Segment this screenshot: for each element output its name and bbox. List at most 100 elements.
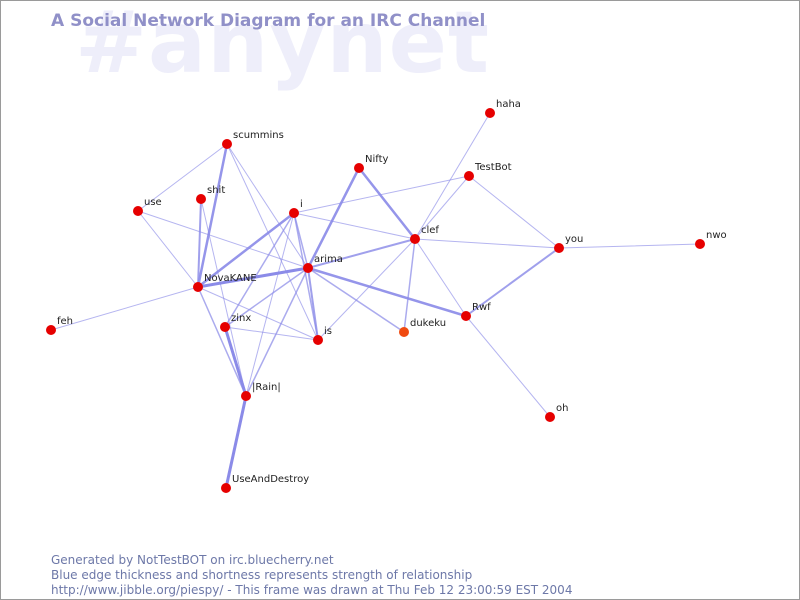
node-label-novakane: NovaKANE: [204, 273, 257, 284]
node-label-nifty: Nifty: [365, 154, 389, 165]
edge-clef-dukeku: [403, 238, 416, 333]
node-dot-useanddestroy: [221, 483, 231, 493]
footer-url-timestamp: http://www.jibble.org/piespy/ - This fra…: [51, 583, 573, 597]
node-testbot: TestBot: [464, 162, 512, 181]
node-dot-zinx: [220, 322, 230, 332]
channel-watermark: #anynet: [75, 0, 491, 93]
edge-arima-rain: [245, 267, 309, 397]
node-nifty: Nifty: [354, 154, 389, 173]
edge-you-nwo: [558, 243, 701, 249]
node-dot-nwo: [695, 239, 705, 249]
diagram-title: A Social Network Diagram for an IRC Chan…: [51, 11, 486, 31]
node-useanddestroy: UseAndDestroy: [221, 474, 309, 493]
edge-shit-rain: [200, 198, 247, 397]
node-label-rwf: Rwf: [472, 302, 491, 313]
node-dot-testbot: [464, 171, 474, 181]
edge-arima-is: [307, 267, 319, 341]
node-label-arima: arima: [314, 254, 343, 265]
node-label-dukeku: dukeku: [410, 318, 446, 329]
node-is: is: [313, 326, 332, 345]
edge-clef-testbot: [414, 175, 470, 240]
node-label-testbot: TestBot: [474, 162, 512, 173]
node-dot-i: [289, 208, 299, 218]
footer-legend-note: Blue edge thickness and shortness repres…: [51, 568, 473, 582]
node-label-i: i: [300, 199, 303, 210]
node-dot-shit: [196, 194, 206, 204]
node-feh: feh: [46, 316, 73, 335]
edge-use-arima: [137, 210, 309, 269]
node-label-scummins: scummins: [233, 130, 284, 141]
edge-you-rwf: [465, 247, 560, 317]
edge-arima-clef: [307, 238, 416, 269]
edge-layer: [50, 112, 701, 490]
node-dot-oh: [545, 412, 555, 422]
node-rain: |Rain|: [241, 382, 281, 401]
edge-shit-novakane: [197, 198, 202, 288]
edge-scummins-novakane: [196, 142, 229, 289]
edge-novakane-feh: [50, 286, 199, 331]
node-label-useanddestroy: UseAndDestroy: [232, 474, 309, 485]
node-dot-you: [554, 243, 564, 253]
node-dot-dukeku: [399, 327, 409, 337]
node-label-is: is: [324, 326, 332, 337]
footer-generated-by: Generated by NotTestBOT on irc.bluecherr…: [51, 553, 334, 567]
edge-clef-is: [317, 238, 416, 341]
node-label-haha: haha: [496, 99, 521, 110]
edge-clef-you: [414, 238, 560, 249]
edge-i-zinx: [224, 212, 295, 328]
edge-rain-useanddestroy: [224, 394, 248, 490]
node-oh: oh: [545, 403, 568, 422]
edge-scummins-use: [137, 143, 228, 212]
edge-you-testbot: [468, 175, 560, 249]
node-dot-arima: [303, 263, 313, 273]
node-dot-rwf: [461, 311, 471, 321]
edge-i-is: [293, 212, 319, 341]
edge-scummins-is: [226, 143, 319, 341]
node-label-you: you: [565, 234, 583, 245]
edge-zinx-rain: [223, 325, 248, 398]
node-label-feh: feh: [57, 316, 73, 327]
edge-nifty-clef: [357, 166, 417, 241]
node-dot-nifty: [354, 163, 364, 173]
node-label-rain: |Rain|: [252, 382, 281, 393]
node-dukeku: dukeku: [399, 318, 446, 337]
node-i: i: [289, 199, 303, 218]
edge-novakane-rain: [197, 286, 247, 397]
edge-arima-i: [293, 212, 309, 269]
edge-i-novakane: [196, 211, 296, 289]
edge-arima-rwf: [306, 266, 468, 318]
node-shit: shit: [196, 185, 225, 204]
node-label-shit: shit: [207, 185, 225, 196]
node-arima: arima: [303, 254, 343, 273]
edge-i-testbot: [293, 175, 470, 214]
node-dot-feh: [46, 325, 56, 335]
node-label-use: use: [144, 197, 162, 208]
node-clef: clef: [410, 225, 439, 244]
node-dot-is: [313, 335, 323, 345]
footer: Generated by NotTestBOT on irc.bluecherr…: [51, 553, 572, 598]
edge-use-novakane: [137, 210, 199, 288]
node-novakane: NovaKANE: [193, 273, 257, 292]
edge-rwf-oh: [465, 315, 551, 418]
edge-arima-zinx: [224, 267, 309, 328]
node-label-clef: clef: [421, 225, 439, 236]
node-dot-haha: [485, 108, 495, 118]
node-label-nwo: nwo: [706, 230, 727, 241]
node-dot-rain: [241, 391, 251, 401]
edge-scummins-arima: [226, 143, 309, 269]
edge-arima-nifty: [306, 166, 361, 270]
node-label-zinx: zinx: [231, 313, 251, 324]
node-dot-novakane: [193, 282, 203, 292]
node-nwo: nwo: [695, 230, 727, 249]
edge-clef-rwf: [414, 238, 467, 317]
edge-clef-haha: [414, 112, 491, 240]
node-dot-use: [133, 206, 143, 216]
node-dot-clef: [410, 234, 420, 244]
node-zinx: zinx: [220, 313, 251, 332]
node-label-oh: oh: [556, 403, 568, 414]
node-scummins: scummins: [222, 130, 284, 149]
node-you: you: [554, 234, 583, 253]
